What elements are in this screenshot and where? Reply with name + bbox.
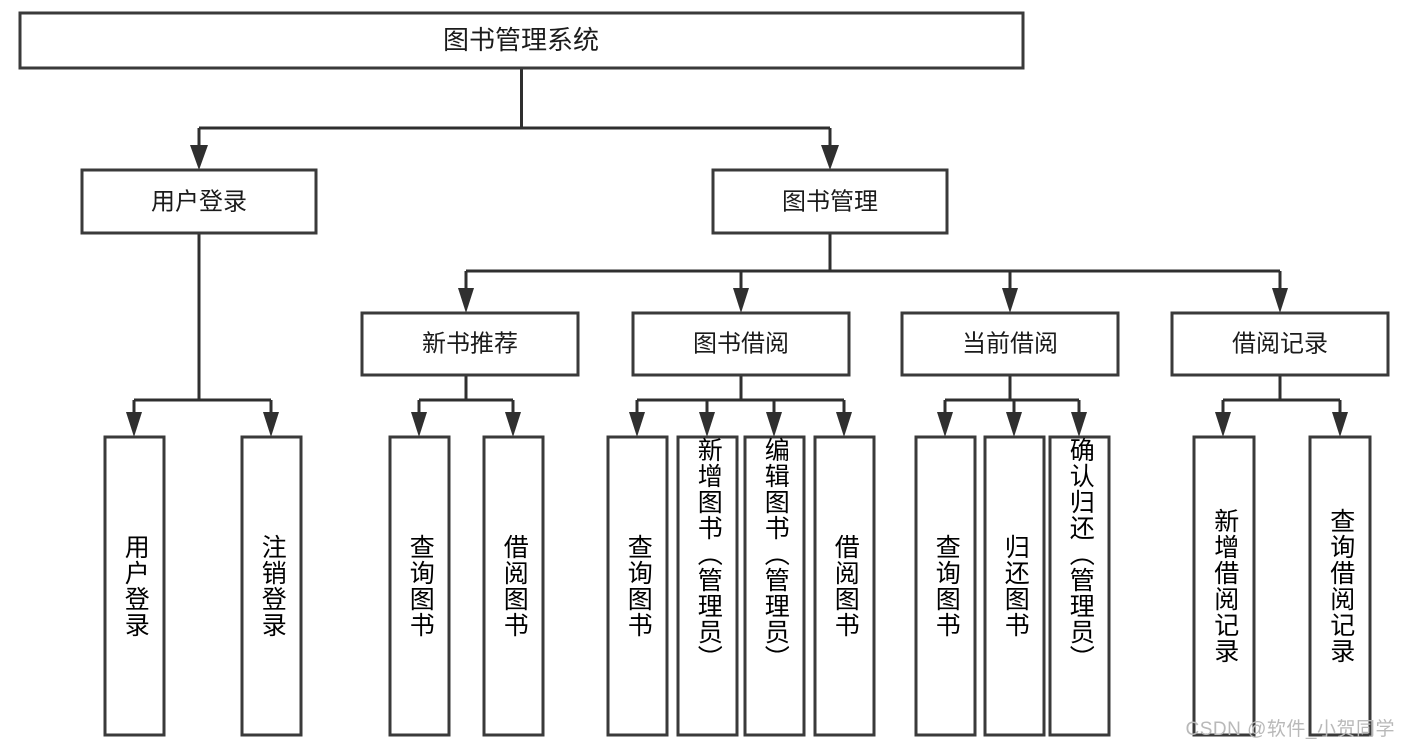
connector-group-newbook (411, 375, 521, 437)
arrowhead-borrowrecord-leaf-2 (1332, 412, 1348, 437)
leaf-box-book-borrow-4[interactable] (813, 435, 876, 737)
leaf-box-borrow-record-1[interactable] (1192, 435, 1256, 737)
node-root-label: 图书管理系统 (443, 25, 599, 55)
arrowhead-userlogin-leaf-1 (126, 412, 142, 437)
leaf-box-book-borrow-1[interactable] (606, 435, 669, 737)
leaf-box-user-login-2[interactable] (240, 435, 303, 737)
arrowhead-userlogin-leaf-2 (263, 412, 279, 437)
arrowhead-currentborrow-leaf-1 (937, 412, 953, 437)
arrowhead-borrowrecord (1272, 288, 1288, 313)
connector-group-bookmgmt (458, 233, 1288, 313)
arrowhead-bookmgmt (821, 145, 839, 170)
arrowhead-currentborrow-leaf-3 (1071, 412, 1087, 437)
connector-group-currentborrow (937, 375, 1087, 437)
node-user-login[interactable] (80, 168, 318, 235)
leaf-box-current-borrow-2[interactable] (983, 435, 1046, 737)
arrowhead-newbook-leaf-1 (411, 412, 427, 437)
node-borrow-record-label: 借阅记录 (1232, 330, 1328, 357)
node-book-management-label: 图书管理 (782, 188, 878, 215)
arrowhead-bookborrow (733, 288, 749, 313)
node-new-book-recommend[interactable] (360, 311, 580, 377)
arrowhead-currentborrow (1002, 288, 1018, 313)
connector-group-userlogin (126, 233, 279, 437)
leaf-box-borrow-record-2[interactable] (1308, 435, 1372, 737)
leaf-box-book-borrow-2[interactable] (676, 435, 739, 737)
arrowhead-userlogin (190, 145, 208, 170)
leaf-box-book-borrow-3[interactable] (743, 435, 806, 737)
arrowhead-bookborrow-leaf-4 (836, 412, 852, 437)
arrowhead-borrowrecord-leaf-1 (1215, 412, 1231, 437)
leaf-box-user-login-1[interactable] (103, 435, 166, 737)
node-book-borrow-label: 图书借阅 (693, 330, 789, 357)
node-root[interactable] (18, 11, 1025, 70)
arrowhead-bookborrow-leaf-3 (766, 412, 782, 437)
node-user-login-label: 用户登录 (151, 188, 247, 215)
node-book-management[interactable] (711, 168, 949, 235)
arrowhead-currentborrow-leaf-2 (1006, 412, 1022, 437)
leaf-box-new-book-2[interactable] (482, 435, 545, 737)
watermark-text: CSDN @软件_小贺同学 (1185, 719, 1395, 740)
leaf-box-current-borrow-3[interactable] (1048, 435, 1111, 737)
node-borrow-record[interactable] (1170, 311, 1390, 377)
connector-group-root (190, 68, 839, 170)
arrowhead-newbook (458, 288, 474, 313)
leaf-box-current-borrow-1[interactable] (914, 435, 977, 737)
node-current-borrow[interactable] (900, 311, 1120, 377)
leaf-box-new-book-1[interactable] (388, 435, 451, 737)
node-current-borrow-label: 当前借阅 (962, 330, 1058, 357)
arrowhead-newbook-leaf-2 (505, 412, 521, 437)
connector-group-borrowrecord (1215, 375, 1348, 437)
arrowhead-bookborrow-leaf-1 (629, 412, 645, 437)
arrowhead-bookborrow-leaf-2 (699, 412, 715, 437)
connector-group-bookborrow (629, 375, 852, 437)
node-new-book-recommend-label: 新书推荐 (422, 330, 518, 357)
node-book-borrow[interactable] (631, 311, 851, 377)
